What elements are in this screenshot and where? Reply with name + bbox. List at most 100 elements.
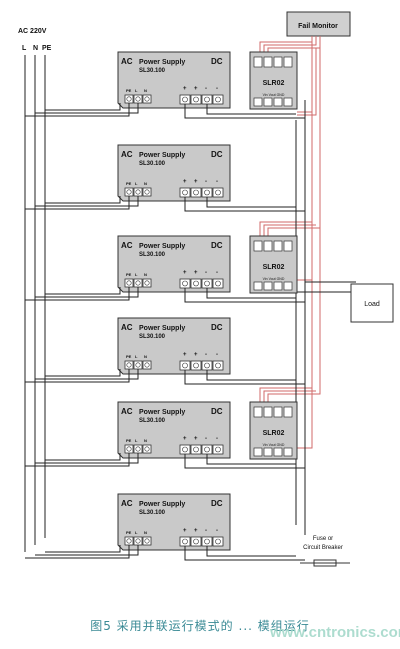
input-terminal [142,360,152,370]
input-term-label: N [144,354,147,359]
terminal-screw [204,362,210,369]
dc-minus-wire [206,288,296,299]
output-terminal [212,94,224,105]
pe-feed [45,287,121,295]
relay-terminal [253,406,263,418]
input-terminal [142,536,152,546]
pe-feed [45,103,121,111]
relay-terminal [253,56,263,68]
pe-feed [45,196,121,204]
relay-terminal [283,406,293,418]
n-feed [35,369,139,380]
line-label-pe: PE [42,45,52,52]
input-term-label: L [135,438,138,443]
terminal-screw [144,538,150,544]
line-label-l: L [22,45,27,52]
dc-plus-wire [184,454,305,469]
dc-label: DC [211,323,223,332]
output-term-label: + [194,528,198,534]
terminal-screw [182,96,188,103]
input-terminal [142,187,152,197]
slr02-terms: Vin Vout GND [263,93,285,97]
terminal-screw [144,280,150,286]
supply-name: Power Supply [139,59,185,66]
module-terminal [253,447,263,457]
relay-terminal [263,56,273,68]
dc-label: DC [211,241,223,250]
input-term-label: PE [126,530,132,535]
dc-minus-wire [206,197,296,208]
mains-label: AC 220V [18,28,47,35]
output-terminal [179,94,191,105]
terminal-screw [126,538,132,544]
module-terminal [273,447,283,457]
slr02-terms: Vin Vout GND [263,443,285,447]
input-term-label: N [144,88,147,93]
relay-terminal [263,240,273,252]
output-term-label: - [216,270,218,276]
output-term-label: - [216,86,218,92]
input-term-label: PE [126,88,132,93]
ac-label: AC [121,57,133,66]
terminal-screw [193,362,199,369]
output-term-label: - [216,528,218,534]
input-terminal [124,536,134,546]
dc-plus-wire [184,546,305,561]
module-terminal [263,97,273,107]
output-term-label: - [216,352,218,358]
module-terminal [273,281,283,291]
l-feed [25,369,130,383]
terminal-screw [215,362,221,369]
terminal-screw [135,96,141,102]
supply-model: SL30.100 [139,418,166,424]
l-feed [25,453,130,467]
dc-label: DC [211,150,223,159]
output-terminal [201,94,213,105]
output-term-label: - [216,436,218,442]
input-terminal [133,278,143,288]
output-term-label: + [194,270,198,276]
input-terminal [124,278,134,288]
fuse-label-1: Fuse or [313,536,333,542]
output-terminal [212,278,224,289]
output-term-label: + [194,352,198,358]
relay-terminal [253,240,263,252]
module-terminal [253,97,263,107]
relay-terminal [273,56,283,68]
terminal-screw [135,362,141,368]
terminal-screw [135,446,141,452]
l-feed [25,196,130,210]
terminal-screw [193,280,199,287]
output-term-label: - [205,436,207,442]
input-terminal [133,360,143,370]
module-terminal [273,97,283,107]
output-terminal [201,536,213,547]
dc-label: DC [211,57,223,66]
output-terminal [179,278,191,289]
module-terminal [263,281,273,291]
supply-model: SL30.100 [139,510,166,516]
terminal-screw [126,362,132,368]
terminal-screw [215,538,221,545]
output-term-label: - [205,86,207,92]
pe-feed [45,545,121,553]
terminal-screw [204,538,210,545]
input-term-label: N [144,272,147,277]
output-term-label: - [205,528,207,534]
terminal-screw [144,189,150,195]
supply-model: SL30.100 [139,334,166,340]
input-term-label: PE [126,354,132,359]
output-terminal [201,278,213,289]
slr02-label: SLR02 [263,264,285,271]
fail-monitor-label: Fail Monitor [298,23,338,30]
n-feed [35,196,139,207]
output-term-label: + [194,179,198,185]
terminal-screw [215,446,221,453]
terminal-screw [144,362,150,368]
